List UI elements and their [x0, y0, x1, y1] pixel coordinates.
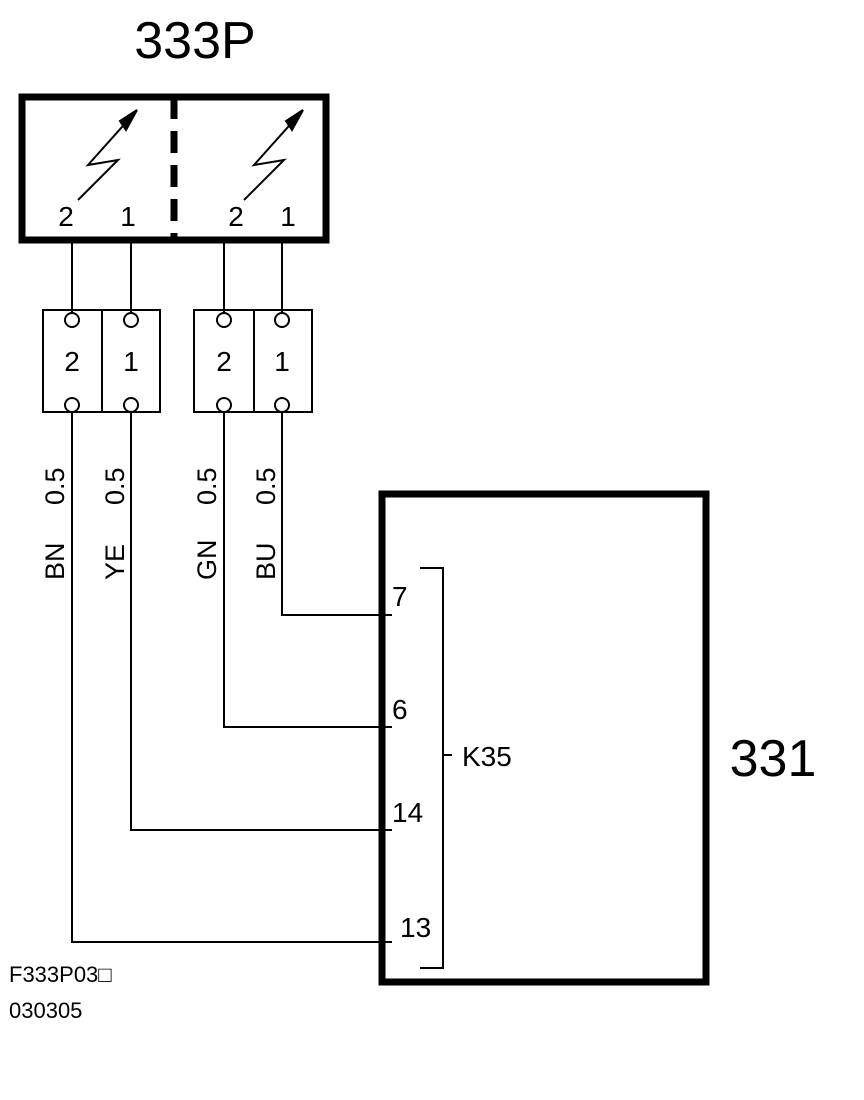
sensor-pin-2b: 2 [228, 201, 244, 232]
wire-bu [281, 412, 392, 616]
sensor-element-right-icon [243, 109, 304, 201]
wire-bn-color: BN [40, 542, 70, 580]
connector-right [193, 309, 313, 413]
wire-bu-color: BU [251, 542, 281, 580]
sensor-pin-1b: 1 [280, 201, 296, 232]
sensor-leads [71, 240, 283, 312]
connector-left-pin-2: 2 [64, 346, 80, 377]
ecu-pin-gn: 6 [392, 694, 408, 725]
figure-code: F333P03□ [9, 962, 112, 987]
wire-gn-color: GN [192, 540, 222, 581]
connector-bracket [420, 567, 452, 969]
wire-gn [223, 412, 392, 728]
wire-ye [130, 412, 392, 831]
wire-bn [71, 412, 392, 943]
connector-left-pin-1: 1 [123, 346, 139, 377]
ecu-connector-label: K35 [462, 741, 512, 772]
sensor-pin-1a: 1 [120, 201, 136, 232]
ecu-pin-bu: 7 [392, 581, 408, 612]
wire-bu-size: 0.5 [251, 467, 281, 505]
connector-left [42, 309, 161, 413]
sensor-pin-2a: 2 [58, 201, 74, 232]
wire-ye-size: 0.5 [100, 467, 130, 505]
ecu-box [378, 490, 710, 986]
ecu-pin-ye: 14 [392, 797, 423, 828]
figure-date: 030305 [9, 998, 83, 1023]
wire-gn-size: 0.5 [192, 467, 222, 505]
ecu-pin-bn: 13 [400, 912, 431, 943]
sensor-element-left-icon [77, 109, 138, 201]
wires [71, 412, 392, 943]
wire-bn-size: 0.5 [40, 467, 70, 505]
connector-right-pin-1: 1 [274, 346, 290, 377]
wire-ye-color: YE [100, 544, 130, 580]
connector-right-pin-2: 2 [216, 346, 232, 377]
ecu-label: 331 [730, 730, 817, 788]
sensor-label: 333P [134, 12, 255, 70]
